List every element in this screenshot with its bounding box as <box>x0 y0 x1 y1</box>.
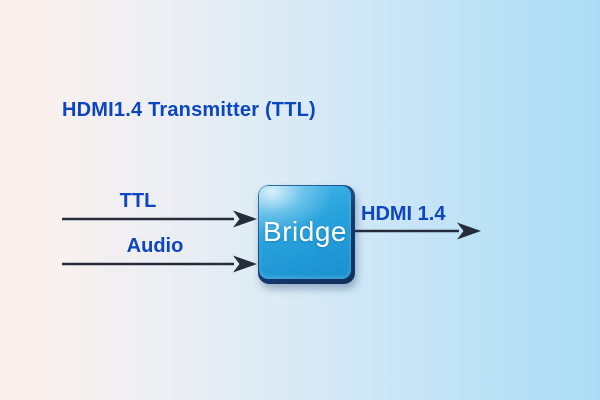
hdmi-output-arrow <box>355 222 481 240</box>
arrowhead-icon <box>457 222 481 240</box>
input-label-ttl: TTL <box>119 190 157 212</box>
arrowhead-icon <box>233 210 257 228</box>
input-label-audio: Audio <box>126 235 184 257</box>
audio-input-arrow <box>62 255 257 273</box>
bridge-node-label: Bridge <box>263 215 347 247</box>
bridge-node-face: Bridge <box>259 186 351 279</box>
arrowhead-icon <box>233 255 257 273</box>
output-label-hdmi: HDMI 1.4 <box>361 203 446 225</box>
ttl-input-arrow <box>62 210 257 228</box>
diagram-title: HDMI1.4 Transmitter (TTL) <box>62 99 316 121</box>
bridge-node: Bridge <box>258 185 355 284</box>
